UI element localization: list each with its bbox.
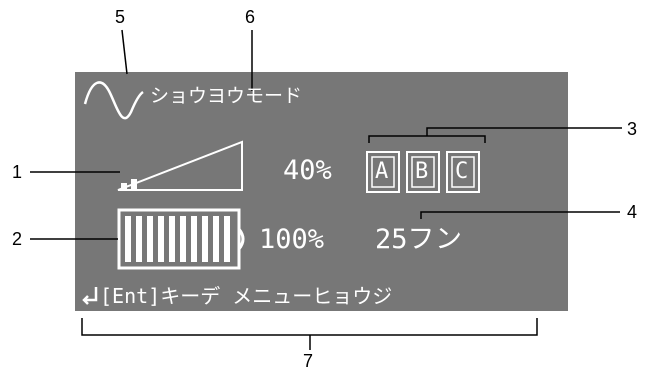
battery-bar	[202, 216, 208, 262]
bracket-7	[81, 318, 538, 350]
battery-bar	[136, 216, 142, 262]
callout-lines	[30, 29, 622, 350]
battery-bar	[169, 216, 175, 262]
battery-bar	[191, 216, 197, 262]
signal-bar	[131, 179, 137, 189]
sine-wave-icon	[83, 81, 144, 120]
battery-bar	[125, 216, 131, 262]
preset-box-b	[406, 151, 440, 193]
callout-number-6: 6	[245, 7, 256, 27]
battery-bar	[180, 216, 186, 262]
time-remaining: 25フン	[375, 224, 463, 255]
preset-label-b: B	[415, 159, 429, 184]
preset-box-c	[446, 151, 480, 193]
enter-arrow-icon	[82, 287, 98, 305]
battery-bar	[158, 216, 164, 262]
preset-box-a	[366, 151, 400, 193]
callout-number-2: 2	[12, 229, 23, 249]
callout-number-1: 1	[12, 162, 23, 182]
bracket-3	[368, 127, 622, 143]
mode-title: ショウヨウモード	[150, 85, 303, 107]
preset-label-c: C	[455, 159, 469, 184]
footer-instruction: [Ent]キーデ メニューヒョウジ	[100, 284, 393, 308]
battery-percent: 100%	[259, 224, 325, 255]
battery-bar	[147, 216, 153, 262]
preset-label-a: A	[375, 159, 389, 184]
signal-strength-icon	[117, 140, 243, 191]
lcd-panel	[75, 72, 568, 311]
signal-percent: 40%	[283, 155, 332, 186]
callout-number-3: 3	[627, 119, 638, 139]
callout-number-7: 7	[303, 351, 314, 371]
signal-bar	[121, 183, 127, 189]
leader-5	[121, 29, 128, 75]
leader-4	[420, 211, 620, 219]
battery-bar	[213, 216, 219, 262]
battery-icon	[117, 208, 245, 270]
callout-number-5: 5	[115, 7, 126, 27]
callout-number-4: 4	[627, 202, 638, 222]
battery-bar	[224, 216, 230, 262]
